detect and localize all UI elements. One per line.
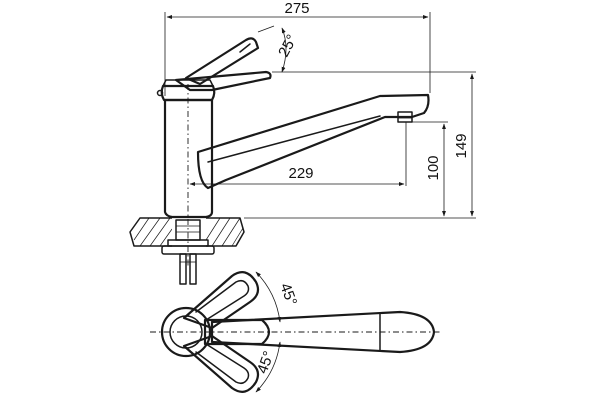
spout xyxy=(196,93,430,190)
lever-handle xyxy=(174,70,272,92)
lever-raised xyxy=(184,37,260,86)
dim-total-height: 149 xyxy=(453,133,470,158)
dim-lever-angle: 25° xyxy=(275,32,301,60)
side-view: 275 229 100 149 25° xyxy=(129,0,476,285)
dimension-lines: 275 229 100 149 25° xyxy=(164,0,476,219)
swivel-dimensions: 45° 45° xyxy=(254,271,300,393)
dim-swivel-bottom: 45° xyxy=(254,349,278,376)
top-view: 45° 45° xyxy=(150,271,440,393)
dim-swivel-top: 45° xyxy=(276,281,300,308)
dim-overall-width: 275 xyxy=(284,0,309,17)
dim-spout-reach: 229 xyxy=(288,165,313,182)
dim-spout-height: 100 xyxy=(425,155,442,180)
